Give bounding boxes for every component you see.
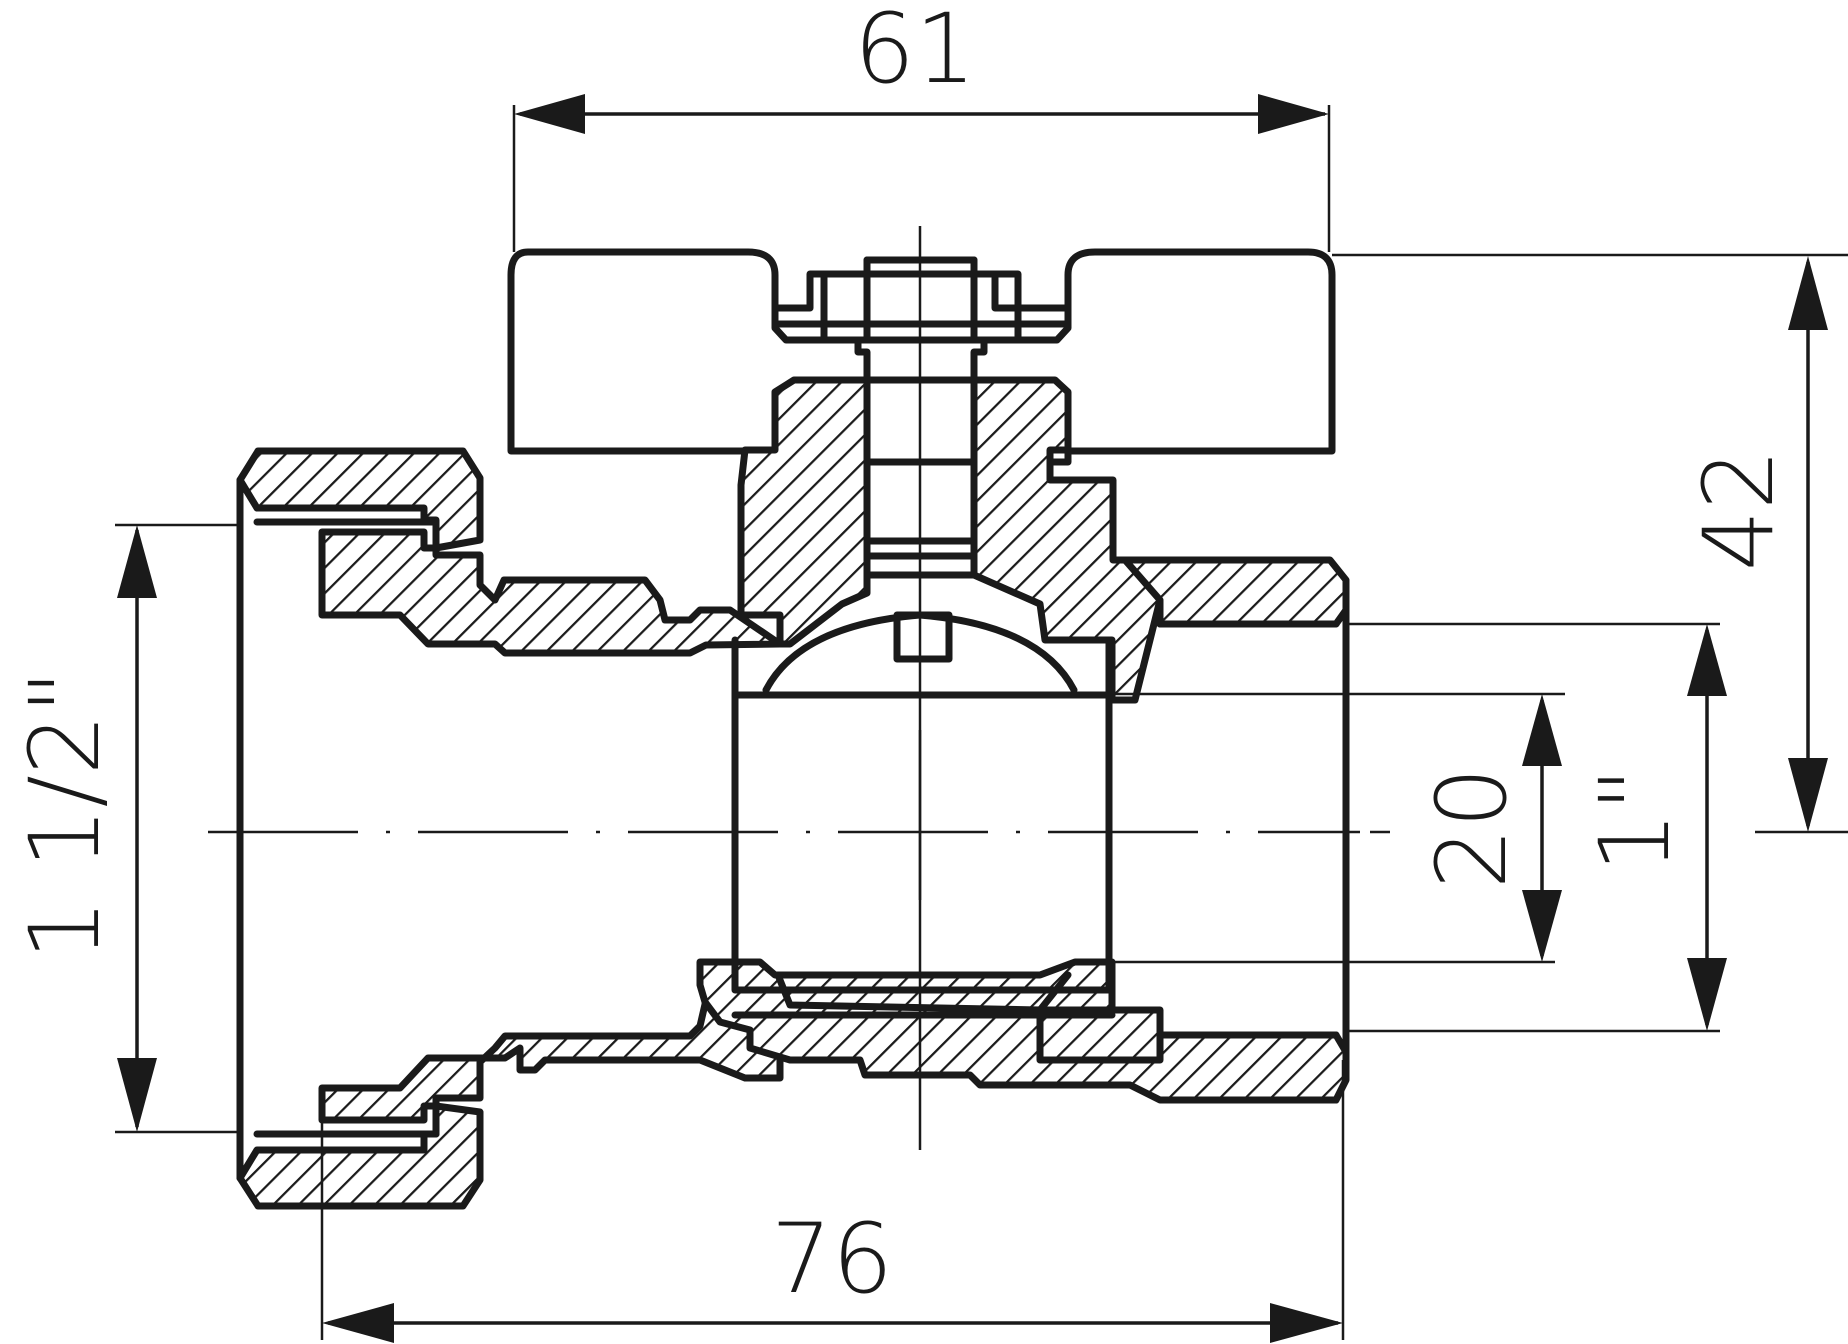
dimension-bore: 20 — [1112, 692, 1565, 964]
arrowhead — [1522, 694, 1562, 766]
dimension-right-thread: 1" — [1346, 622, 1727, 1033]
dim-76-label: 76 — [771, 1203, 893, 1315]
arrowhead — [1522, 890, 1562, 962]
arrowhead — [1270, 1303, 1343, 1343]
dimension-overall-length: 76 — [320, 1060, 1345, 1343]
arrowhead — [117, 525, 157, 598]
ball-bore — [731, 611, 1116, 1019]
arrowhead — [322, 1303, 394, 1343]
arrowhead — [514, 94, 585, 134]
dim-42-label: 42 — [1683, 449, 1795, 571]
arrowhead — [117, 1058, 157, 1132]
dim-61-label: 61 — [854, 0, 976, 105]
dim-20-label: 20 — [1416, 767, 1528, 889]
center-lines — [208, 226, 1848, 1150]
dimension-handle-width: 61 — [512, 0, 1331, 252]
arrowhead — [1788, 758, 1828, 832]
arrowhead — [1788, 256, 1828, 330]
dim-1-1-2-label: 1 1/2" — [9, 670, 121, 960]
arrowhead — [1687, 624, 1727, 696]
butterfly-handle — [507, 248, 1336, 466]
dim-1-inch-label: 1" — [1579, 767, 1691, 872]
dimension-height: 42 — [1332, 253, 1848, 832]
dimension-left-thread: 1 1/2" — [9, 523, 240, 1134]
arrowhead — [1258, 94, 1329, 134]
arrowhead — [1687, 958, 1727, 1031]
valve-body-section — [236, 376, 1350, 1210]
